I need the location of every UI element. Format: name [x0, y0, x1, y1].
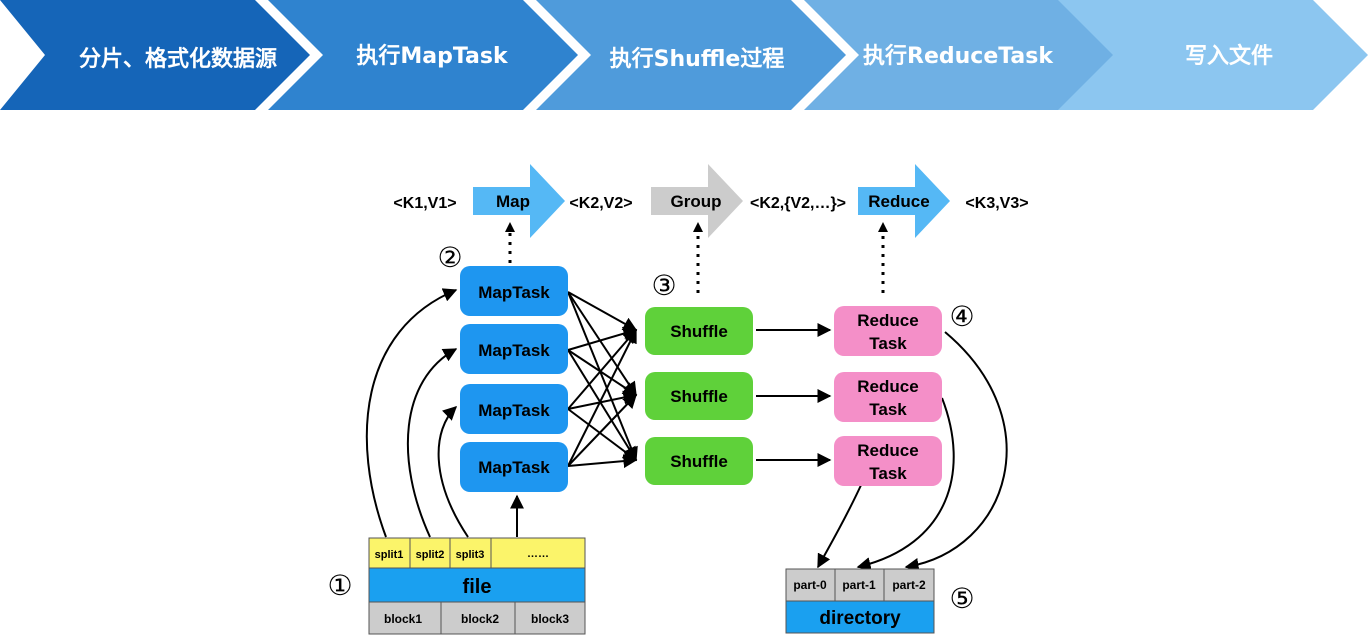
dotted-connectors	[508, 229, 885, 293]
group-dotted-arrowhead	[693, 222, 703, 232]
step-numbers: ② ③ ④ ① ⑤	[327, 241, 974, 615]
step-label-1: 分片、格式化数据源	[79, 46, 277, 72]
split-label: split3	[456, 549, 485, 561]
step-chevron-5	[1058, 0, 1368, 110]
group-stage-arrow	[651, 164, 743, 238]
maptask-box	[460, 266, 568, 316]
part-label: part-0	[793, 578, 827, 592]
step-number-5: ⑤	[949, 582, 974, 615]
split-label: ……	[527, 548, 549, 560]
split-cell	[490, 537, 586, 569]
reduce-stage-arrow	[858, 164, 950, 238]
map-dotted-arrowhead	[505, 222, 515, 232]
reducetask-box	[834, 372, 942, 422]
block-label: block3	[531, 612, 569, 626]
split-to-maptask-arrows	[365, 288, 524, 538]
step-label-3: 执行Shuffle过程	[610, 46, 785, 72]
file-bar	[368, 567, 586, 603]
step-number-1: ①	[327, 569, 352, 602]
process-banner: 分片、格式化数据源 执行MapTask 执行Shuffle过程 执行Reduce…	[0, 0, 1368, 110]
shuffle-box	[645, 307, 753, 355]
shuffle-box	[645, 372, 753, 420]
reducetask-box	[834, 306, 942, 356]
split-label: split1	[375, 549, 404, 561]
map-to-shuffle-arrows	[567, 291, 638, 469]
maptask-box	[460, 324, 568, 374]
step-number-2: ②	[437, 241, 462, 274]
step-label-2: 执行MapTask	[356, 43, 509, 69]
step-number-3: ③	[651, 269, 676, 302]
group-stage-label: Group	[671, 192, 722, 211]
reducetask-label-line1: Reduce	[857, 441, 918, 460]
step-chevron-3	[536, 0, 846, 110]
kv-k3v3: <K3,V3>	[965, 195, 1028, 212]
step-chevron-2	[268, 0, 578, 110]
maptask-label: MapTask	[478, 458, 550, 477]
kv-k2list: <K2,{V2,…}>	[750, 195, 846, 212]
maptask-label: MapTask	[478, 401, 550, 420]
maptask-label: MapTask	[478, 283, 550, 302]
maptask-label: MapTask	[478, 341, 550, 360]
shuffle-label: Shuffle	[670, 452, 728, 471]
kv-labels: <K1,V1> <K2,V2> <K2,{V2,…}> <K3,V3>	[393, 195, 1028, 212]
split-label: split2	[416, 549, 445, 561]
step-chevron-1	[0, 0, 310, 110]
block-label: block2	[461, 612, 499, 626]
block-cell	[514, 601, 586, 635]
reducetask-box	[834, 436, 942, 486]
file-label: file	[463, 576, 492, 598]
reduce-dotted-arrowhead	[878, 222, 888, 232]
stage-arrows: Map Group Reduce	[473, 164, 950, 238]
input-file: split1 split2 split3 …… file block1 bloc…	[368, 537, 586, 635]
split-cell	[449, 537, 492, 569]
step-label-5: 写入文件	[1185, 43, 1273, 69]
directory-bar	[785, 600, 935, 634]
map-stage-label: Map	[496, 192, 530, 211]
map-stage-arrow	[473, 164, 565, 238]
reducetask-column: Reduce Task Reduce Task Reduce Task	[834, 306, 942, 486]
kv-k2v2: <K2,V2>	[569, 195, 632, 212]
block-label: block1	[384, 612, 422, 626]
maptask-box	[460, 442, 568, 492]
step-number-4: ④	[949, 300, 974, 333]
output-directory: part-0 part-1 part-2 directory	[785, 568, 935, 634]
maptask-column: MapTask MapTask MapTask MapTask	[460, 266, 568, 492]
part-label: part-1	[842, 578, 876, 592]
shuffle-label: Shuffle	[670, 322, 728, 341]
directory-label: directory	[819, 608, 901, 629]
kv-k1v1: <K1,V1>	[393, 195, 456, 212]
reducetask-label-line2: Task	[869, 334, 907, 353]
step-label-4: 执行ReduceTask	[863, 43, 1054, 69]
shuffle-label: Shuffle	[670, 387, 728, 406]
shuffle-box	[645, 437, 753, 485]
block-cell	[368, 601, 442, 635]
reducetask-label-line2: Task	[869, 464, 907, 483]
shuffle-column: Shuffle Shuffle Shuffle	[645, 307, 753, 485]
reduce-to-directory-arrows	[817, 331, 1008, 572]
part-cell	[785, 568, 836, 602]
reducetask-label-line1: Reduce	[857, 377, 918, 396]
maptask-box	[460, 384, 568, 434]
reduce-stage-label: Reduce	[868, 192, 929, 211]
block-cell	[440, 601, 516, 635]
split-cell	[409, 537, 451, 569]
reducetask-label-line1: Reduce	[857, 311, 918, 330]
reducetask-label-line2: Task	[869, 400, 907, 419]
part-label: part-2	[892, 578, 926, 592]
shuffle-to-reduce-arrows	[756, 323, 832, 467]
step-chevron-4	[804, 0, 1114, 110]
